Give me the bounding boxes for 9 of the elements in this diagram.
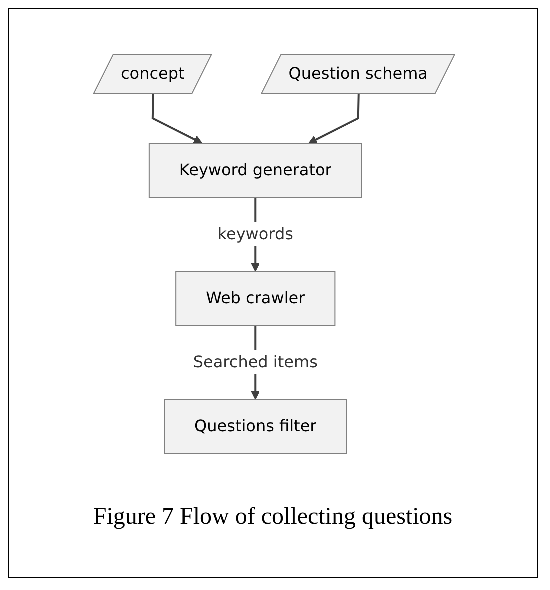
arrow [308,94,360,144]
figure-frame: keywords Searched items concept Question schema Keyword generator Web crawler Questions filter Figure 7 Flow of collecting questions [8,8,538,578]
edge-label: Searched items [192,352,318,372]
figure-caption: Figure 7 Flow of collecting questions [93,504,453,531]
node-box [175,271,336,326]
edge-label: keywords [217,224,293,244]
node-box [164,399,347,454]
node-box [148,143,362,198]
arrow [151,94,202,144]
